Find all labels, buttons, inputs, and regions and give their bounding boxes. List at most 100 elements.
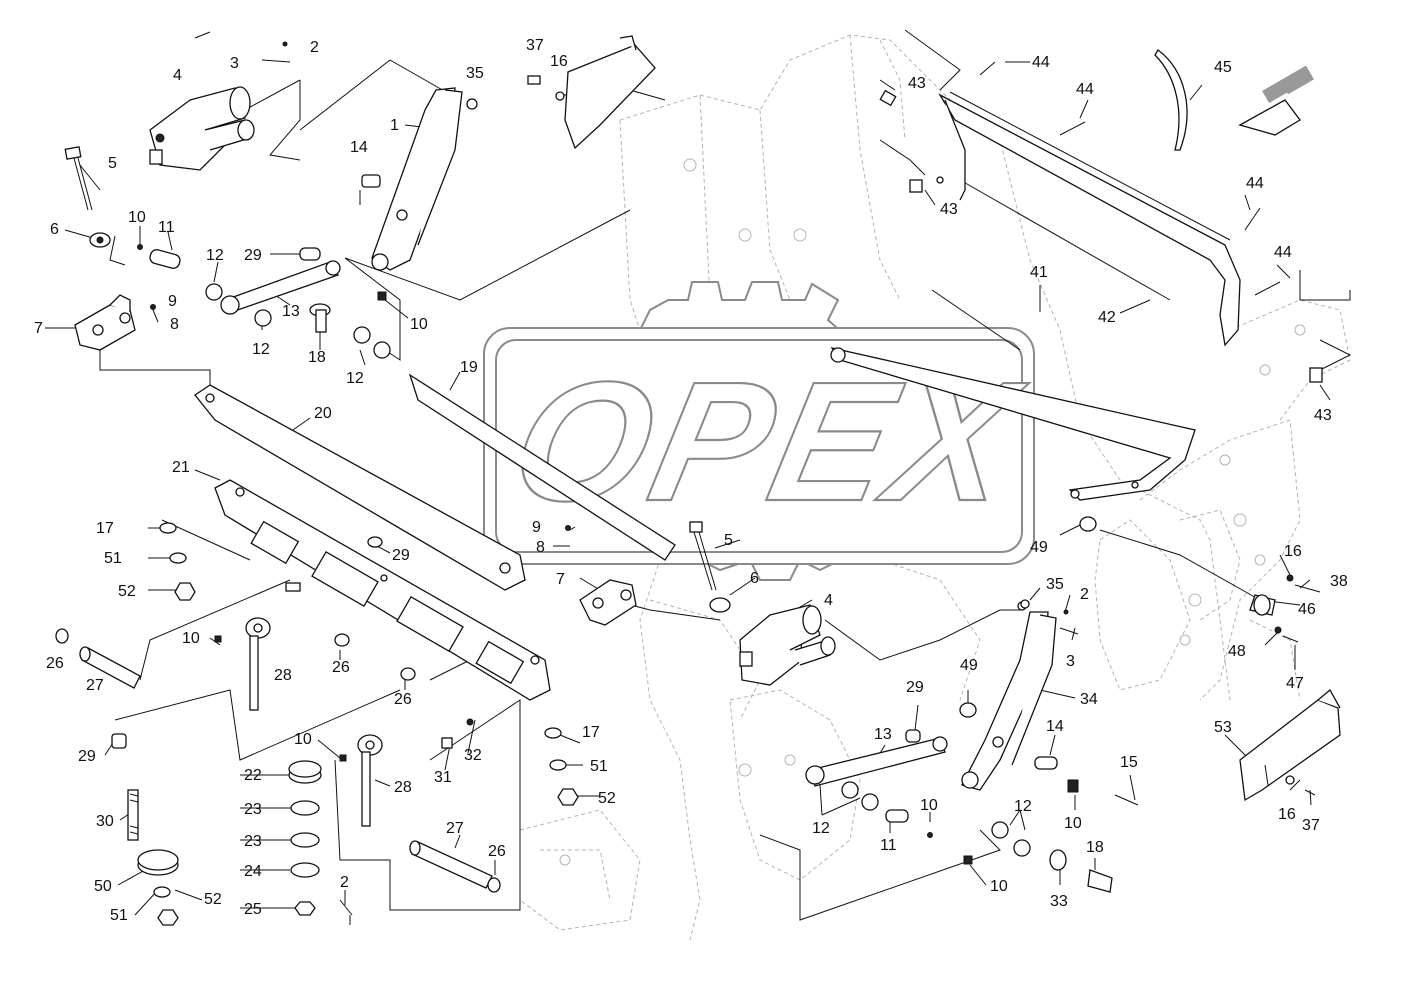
callout-27: 27 — [86, 677, 104, 694]
callout-11: 11 — [880, 837, 897, 854]
bracket-top-left — [74, 244, 181, 351]
callout-29: 29 — [244, 247, 262, 264]
callout-14: 14 — [350, 139, 368, 156]
callout-16: 16 — [550, 53, 568, 70]
callout-28: 28 — [274, 667, 292, 684]
actuator-top — [149, 31, 291, 171]
callout-52: 52 — [598, 790, 616, 807]
watermark: OPEX — [483, 281, 1039, 581]
callout-29: 29 — [392, 547, 410, 564]
callout-9: 9 — [168, 293, 177, 310]
washers-left — [159, 522, 196, 601]
callout-15: 15 — [1120, 754, 1138, 771]
callout-14: 14 — [1046, 718, 1064, 735]
callout-20: 20 — [314, 405, 332, 422]
callout-1: 1 — [390, 117, 399, 134]
callout-19: 19 — [460, 359, 478, 376]
mounting-plates — [194, 373, 676, 701]
bolt-top-left — [64, 146, 111, 248]
callout-44: 44 — [1246, 175, 1264, 192]
cover-plate-right — [879, 49, 1323, 383]
link-right — [805, 729, 1139, 893]
callout-32: 32 — [464, 747, 482, 764]
callout-46: 46 — [1298, 601, 1316, 618]
callout-3: 3 — [1066, 653, 1075, 670]
callout-13: 13 — [282, 303, 300, 320]
watermark-text: OPEX — [498, 347, 1038, 537]
callout-48: 48 — [1228, 643, 1246, 660]
callout-18: 18 — [308, 349, 326, 366]
callout-labels: 1 2 3 4 5 6 7 8 9 10 11 12 12 13 14 29 1… — [34, 37, 1348, 924]
callout-7: 7 — [34, 320, 43, 337]
callout-43: 43 — [1314, 407, 1332, 424]
pin-center — [339, 840, 501, 916]
callout-3: 3 — [230, 55, 239, 72]
callout-5: 5 — [108, 155, 117, 172]
right-hardware — [959, 516, 1321, 718]
washer-stack — [288, 760, 322, 916]
callout-44: 44 — [1076, 81, 1094, 98]
callout-52: 52 — [204, 891, 222, 908]
callout-11: 11 — [158, 219, 175, 236]
callout-13: 13 — [874, 726, 892, 743]
rod-end-left — [214, 617, 271, 711]
callout-27: 27 — [446, 820, 464, 837]
callout-10: 10 — [1064, 815, 1082, 832]
callout-8: 8 — [170, 316, 179, 333]
rod-end-center — [339, 734, 383, 827]
callout-29: 29 — [906, 679, 924, 696]
callout-37: 37 — [526, 37, 544, 54]
callout-12: 12 — [1014, 798, 1032, 815]
callout-2: 2 — [340, 874, 349, 891]
callout-8: 8 — [536, 539, 545, 556]
callout-26: 26 — [488, 843, 506, 860]
pin-left — [55, 628, 141, 689]
callout-41: 41 — [1030, 264, 1048, 281]
callout-45: 45 — [1214, 59, 1232, 76]
callout-23: 23 — [244, 833, 262, 850]
bracket-center — [565, 525, 637, 626]
washers-center — [544, 727, 579, 806]
callout-16: 16 — [1278, 806, 1296, 823]
callout-17: 17 — [582, 724, 600, 741]
callout-4: 4 — [824, 592, 833, 609]
callout-51: 51 — [104, 550, 122, 567]
callout-43: 43 — [940, 201, 958, 218]
callout-30: 30 — [96, 813, 114, 830]
callout-49: 49 — [1030, 539, 1048, 556]
callout-10: 10 — [410, 316, 428, 333]
callout-35: 35 — [1046, 576, 1064, 593]
callout-21: 21 — [172, 459, 190, 476]
callout-2: 2 — [1080, 586, 1089, 603]
shield-top — [527, 35, 656, 150]
callout-53: 53 — [1214, 719, 1232, 736]
callout-42: 42 — [1098, 309, 1116, 326]
callout-17: 17 — [96, 520, 114, 537]
leader-lines — [45, 29, 1352, 925]
callout-9: 9 — [532, 519, 541, 536]
callout-49: 49 — [960, 657, 978, 674]
callout-29: 29 — [78, 748, 96, 765]
callout-6: 6 — [750, 570, 759, 587]
callout-34: 34 — [1080, 691, 1098, 708]
callout-28: 28 — [394, 779, 412, 796]
callout-50: 50 — [94, 878, 112, 895]
callout-5: 5 — [724, 532, 733, 549]
lever-arm-top — [361, 87, 478, 301]
callout-12: 12 — [812, 820, 830, 837]
callout-22: 22 — [244, 767, 262, 784]
callout-23: 23 — [244, 801, 262, 818]
actuator-center — [739, 604, 836, 686]
callout-52: 52 — [118, 583, 136, 600]
callout-51: 51 — [110, 907, 128, 924]
callout-26: 26 — [46, 655, 64, 672]
callout-4: 4 — [173, 67, 182, 84]
callout-26: 26 — [332, 659, 350, 676]
link-top — [205, 247, 391, 359]
callout-38: 38 — [1330, 573, 1348, 590]
callout-16: 16 — [1284, 543, 1302, 560]
callout-24: 24 — [244, 863, 262, 880]
callout-10: 10 — [128, 209, 146, 226]
callout-25: 25 — [244, 901, 262, 918]
